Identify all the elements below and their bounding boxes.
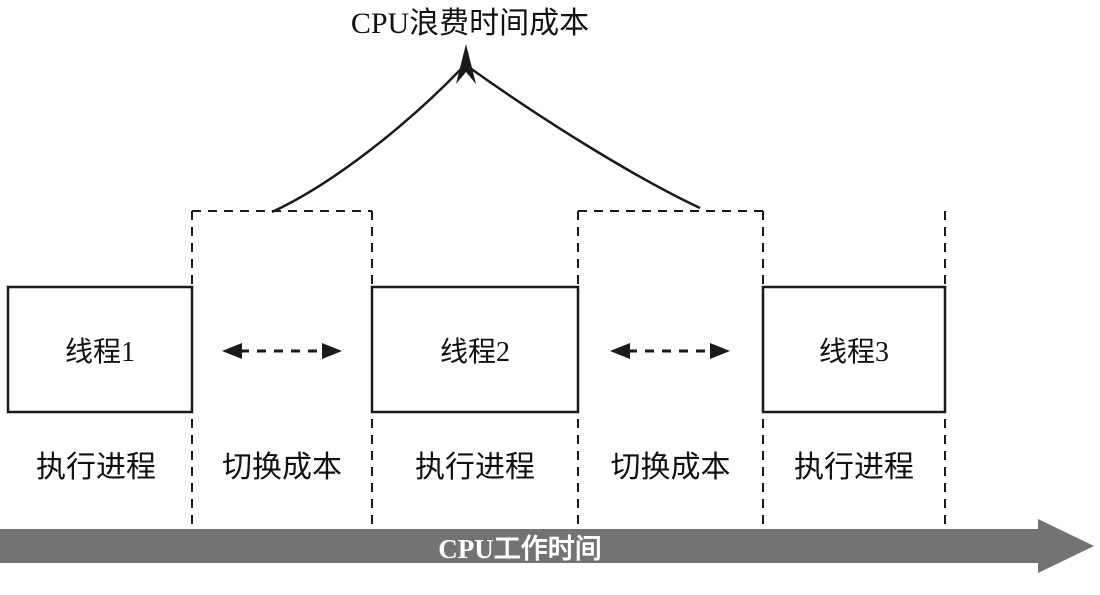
switch-arrow-left-head-right	[322, 343, 342, 359]
thread1-label: 线程1	[64, 336, 135, 368]
switch-arrow-left	[222, 343, 342, 359]
diagram-title: CPU浪费时间成本	[350, 7, 590, 40]
thread2-box	[370, 285, 580, 414]
switch-arrow-right-head-right	[710, 343, 730, 359]
timeline-label: CPU工作时间	[438, 533, 602, 564]
phase-label-execute-3: 执行进程	[794, 451, 914, 484]
phase-label-switch-2: 切换成本	[610, 451, 731, 484]
thread3-box	[761, 285, 947, 414]
thread-boxes	[6, 285, 947, 414]
waste-cost-curve-left	[271, 67, 463, 214]
dashed-separators	[191, 210, 946, 528]
phase-label-switch-1: 切换成本	[222, 451, 342, 484]
thread2-label: 线程2	[439, 336, 510, 368]
timeline-arrow	[0, 519, 1094, 573]
thread3-label: 线程3	[818, 336, 889, 368]
phase-label-execute-2: 执行进程	[415, 451, 535, 484]
thread1-box	[6, 285, 194, 414]
switch-arrow-left-head-left	[222, 343, 242, 359]
waste-cost-curve-right	[469, 66, 701, 210]
waste-cost-curves	[271, 66, 701, 214]
switch-arrow-right	[610, 343, 730, 359]
phase-label-execute-1: 执行进程	[36, 451, 156, 484]
switch-arrow-right-head-left	[610, 343, 630, 359]
waste-cost-arrowhead-icon	[456, 44, 476, 84]
